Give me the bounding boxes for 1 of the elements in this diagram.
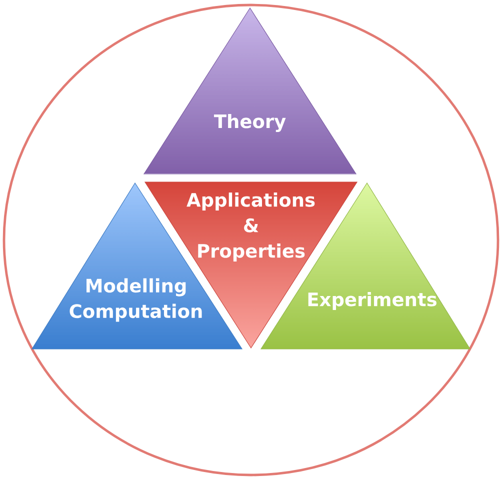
circle	[2, 4, 500, 476]
